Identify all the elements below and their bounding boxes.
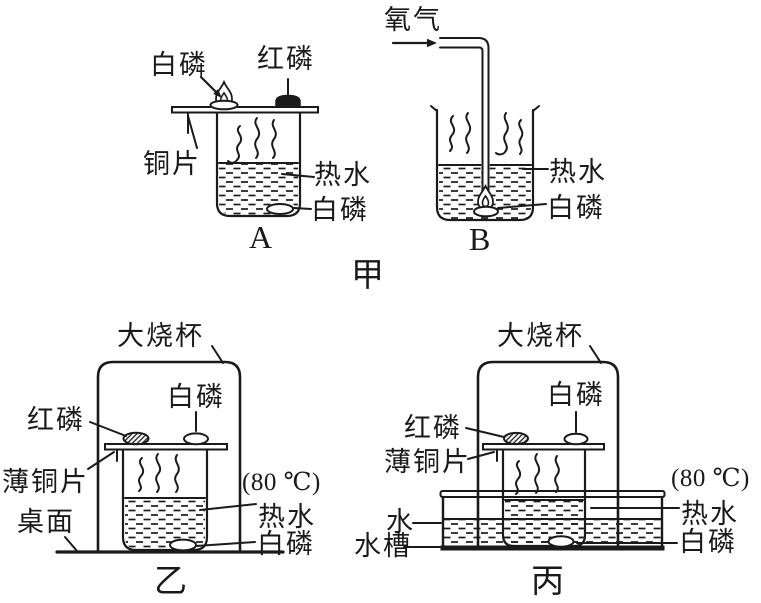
label-table-surface-yi: 桌面	[17, 507, 75, 537]
white-phosphorus-dish-a	[209, 99, 239, 111]
copper-sheet-a	[171, 106, 319, 114]
apparatus-a	[171, 75, 319, 218]
steam-lines-a	[227, 117, 277, 164]
label-temperature-bing: (80 ℃)	[671, 465, 750, 492]
pointer-white-phosphorus-bottom-yi	[195, 541, 256, 547]
beaker-rim-b	[430, 105, 540, 112]
beaker-b	[435, 108, 535, 222]
label-water-bing: 水	[386, 507, 415, 537]
white-phosphorus-in-water-yi	[169, 538, 197, 552]
steam-lines-bing	[515, 453, 560, 495]
trough-walls-bing	[441, 495, 664, 548]
white-phosphorus-in-water-b	[473, 205, 499, 218]
pointer-large-beaker-bing	[589, 345, 602, 364]
steam-lines-yi	[138, 453, 180, 493]
label-white-phosphorus-bottom-yi: 白磷	[257, 529, 315, 559]
pointer-red-phosphorus-bing	[465, 427, 505, 438]
apparatus-b	[391, 37, 549, 222]
label-white-phosphorus-bottom-bing: 白磷	[679, 527, 737, 557]
label-oxygen-b: 氧气	[384, 5, 442, 35]
gas-tube-underlay-b	[435, 38, 490, 210]
label-copper-sheet-a: 铜片	[143, 149, 201, 179]
small-beaker-bing	[501, 449, 587, 548]
trough-bottom-bing	[440, 545, 665, 551]
label-white-phosphorus-b: 白磷	[547, 193, 605, 223]
red-phosphorus-lump-bing	[503, 431, 529, 446]
pointer-white-phosphorus-b	[497, 203, 547, 209]
label-hot-water-bing: 热水	[681, 499, 739, 529]
label-group-jia: 甲	[351, 258, 384, 294]
label-white-phosphorus-bottom-a: 白磷	[311, 195, 369, 225]
pointer-hot-water-yi	[199, 503, 257, 511]
label-group-yi: 乙	[154, 564, 187, 600]
arrow-white-phosphorus-a	[199, 75, 218, 94]
oxygen-arrowhead-b	[427, 38, 437, 48]
pointer-copper-sheet-a	[187, 115, 198, 149]
label-hot-water-b: 热水	[549, 157, 607, 187]
label-white-phosphorus-top-a: 白磷	[150, 50, 208, 80]
white-phosphorus-lump-bing	[563, 432, 589, 446]
label-red-phosphorus-yi: 红磷	[27, 405, 85, 435]
pointer-hot-water-a	[281, 173, 315, 178]
label-hot-water-a: 热水	[314, 160, 372, 190]
pointer-table-yi	[64, 536, 78, 552]
pointer-white-phosphorus-a	[293, 207, 312, 210]
red-phosphorus-lump-yi	[122, 431, 150, 446]
label-letter-a: A	[249, 219, 273, 255]
pointer-thin-copper-sheet-yi	[87, 451, 115, 470]
gas-tube-inner-b	[439, 46, 484, 208]
label-red-phosphorus-bing: 红磷	[404, 413, 462, 443]
hot-water-bing	[505, 500, 583, 544]
gas-tube-outer-b	[439, 37, 490, 208]
label-large-beaker-bing: 大烧杯	[497, 321, 584, 351]
arrowhead-white-phosphorus-a	[213, 89, 222, 98]
pointer-thin-copper-sheet-bing	[467, 451, 495, 460]
apparatus-yi	[55, 345, 285, 554]
label-water-trough-bing: 水槽	[354, 531, 412, 561]
white-phosphorus-lump-yi	[183, 432, 209, 446]
thin-copper-sheet-yi	[104, 443, 228, 451]
label-letter-b: B	[469, 221, 491, 257]
red-phosphorus-lump-a	[275, 94, 301, 108]
label-hot-water-yi: 热水	[258, 502, 316, 532]
apparatus-bing	[403, 345, 680, 551]
label-temperature-yi: (80 ℃)	[242, 469, 321, 496]
white-phosphorus-in-water-a	[266, 203, 294, 215]
label-thin-copper-sheet-yi: 薄铜片	[2, 467, 89, 497]
small-beaker-yi	[121, 449, 209, 552]
white-phosphorus-in-water-bing	[547, 535, 575, 548]
label-group-bing: 丙	[531, 564, 564, 600]
large-beaker-yi	[96, 360, 242, 554]
steam-lines-b	[449, 112, 524, 156]
label-red-phosphorus-a: 红磷	[257, 44, 315, 74]
hot-water-a	[219, 163, 298, 215]
large-beaker-bing	[476, 360, 620, 550]
pointer-red-phosphorus-yi	[89, 421, 127, 437]
hot-water-yi	[125, 498, 205, 549]
trough-rim-bing	[439, 490, 666, 498]
label-white-phosphorus-top-bing: 白磷	[547, 380, 605, 410]
pointer-large-beaker-yi	[211, 345, 224, 364]
label-large-beaker-yi: 大烧杯	[117, 321, 204, 351]
label-white-phosphorus-top-yi: 白磷	[167, 382, 225, 412]
label-thin-copper-sheet-bing: 薄铜片	[384, 447, 471, 477]
thin-copper-sheet-bing	[482, 443, 605, 451]
